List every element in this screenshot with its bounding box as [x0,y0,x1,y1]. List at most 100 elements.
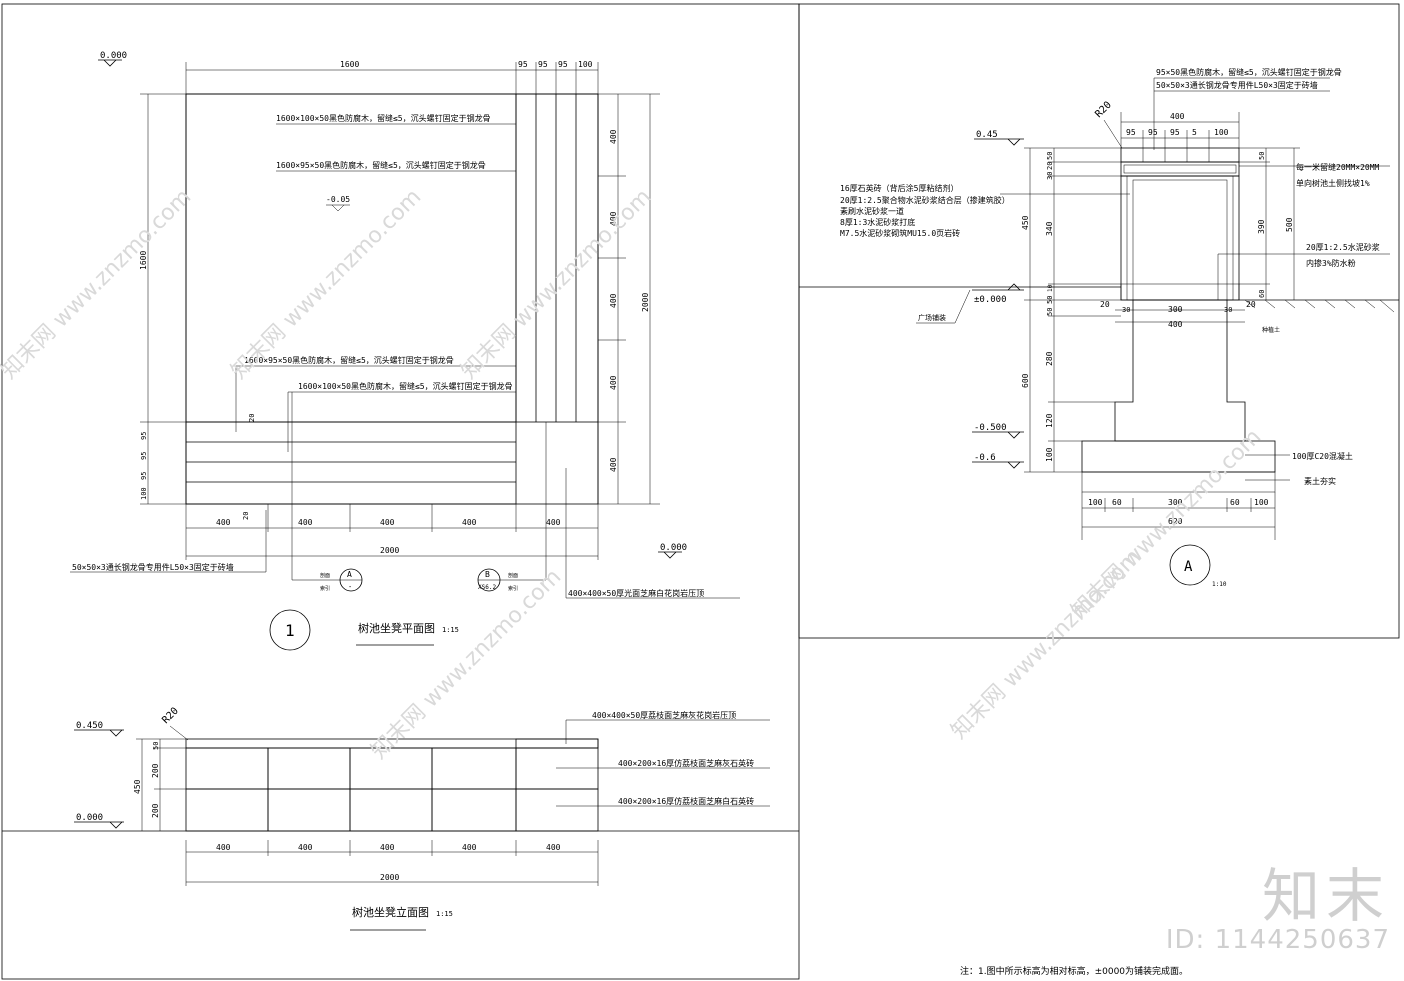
svg-text:400: 400 [1168,320,1183,329]
svg-text:每一米留缝20MM×20MM: 每一米留缝20MM×20MM [1296,162,1380,172]
elev-label-mid: 400×200×16厚仿荔枝面芝麻灰石英砖 [618,758,754,768]
svg-text:B: B [485,570,490,579]
section-top-note-1: 95×50黑色防腐木，留缝≤5，沉头螺钉固定于钢龙骨 [1156,67,1342,77]
plan-callout [269,609,311,651]
svg-text:知末网 www.znzmo.com: 知末网 www.znzmo.com [457,184,657,384]
svg-text:0.000: 0.000 [660,543,687,553]
plan-elev-000: 0.000 [100,51,127,61]
svg-text:500: 500 [1285,217,1294,232]
svg-text:100: 100 [1214,128,1229,137]
svg-text:400: 400 [609,375,618,390]
svg-text:600: 600 [1021,373,1030,388]
svg-text:200: 200 [151,803,160,818]
svg-text:-0.6: -0.6 [974,453,996,463]
section-view: R20 95×50黑色防腐木，留缝≤5，沉头螺钉固定于钢龙骨 50×50×3通长… [799,67,1399,588]
svg-text:100: 100 [1088,498,1103,507]
svg-text:300: 300 [1168,498,1183,507]
svg-text:400: 400 [462,843,477,852]
svg-text:100: 100 [1254,498,1269,507]
svg-text:R20: R20 [1093,100,1114,121]
svg-text:450: 450 [133,779,142,794]
elevation-view: R20 0.450 0.000 50 200 200 450 400 400 4… [74,706,770,931]
svg-text:400: 400 [609,129,618,144]
svg-text:2000: 2000 [380,546,399,555]
footnote: 注：1.图中所示标高为相对标高，±0000为铺装完成面。 [960,967,1189,977]
svg-text:知末网 www.znzmo.com: 知末网 www.znzmo.com [367,564,567,764]
brand-block: 知末 ID: 1144250637 [1166,867,1390,955]
svg-text:20: 20 [1046,162,1054,170]
plan-label-4: 1600×100×50黑色防腐木，留缝≤5，沉头螺钉固定于钢龙骨 [298,381,513,391]
svg-text:1:15: 1:15 [442,626,459,634]
svg-text:400: 400 [298,843,313,852]
svg-text:0.000: 0.000 [76,813,103,823]
svg-text:M7.5水泥砂浆砌筑MU15.0页岩砖: M7.5水泥砂浆砌筑MU15.0页岩砖 [840,228,960,238]
svg-text:知末网 www.znzmo.com: 知末网 www.znzmo.com [227,184,427,384]
svg-text:400: 400 [216,843,231,852]
brand-logo: 知末 [1261,862,1390,930]
svg-text:A: A [1184,559,1193,575]
svg-text:知末网 www.znzmo.com: 知末网 www.znzmo.com [0,184,196,384]
svg-text:340: 340 [1045,221,1054,236]
svg-text:20: 20 [1100,300,1110,309]
svg-text:620: 620 [1168,517,1183,526]
svg-text:R20: R20 [160,706,181,727]
svg-text:XS6.2: XS6.2 [478,584,496,591]
svg-text:5: 5 [1192,128,1197,137]
svg-text:剖面: 剖面 [508,572,518,579]
svg-text:300: 300 [1168,305,1183,314]
plan-label-2: 1600×95×50黑色防腐木，留缝≤5，沉头螺钉固定于钢龙骨 [276,160,486,170]
svg-text:95: 95 [518,60,528,69]
svg-text:30: 30 [1046,172,1054,180]
section-frame [798,3,1400,639]
brand-id: ID: 1144250637 [1165,925,1390,955]
svg-text:400: 400 [609,211,618,226]
svg-text:知末网 www.znzmo.com: 知末网 www.znzmo.com [1067,424,1267,624]
section-a-title-callout [1169,544,1211,586]
svg-text:1: 1 [285,621,295,640]
svg-text:400: 400 [216,518,231,527]
svg-text:95: 95 [140,472,148,480]
svg-text:素刷水泥砂浆一道: 素刷水泥砂浆一道 [840,206,904,216]
svg-text:390: 390 [1257,219,1266,234]
svg-text:95: 95 [140,432,148,440]
svg-text:广场铺装: 广场铺装 [918,313,946,322]
svg-text:100: 100 [140,487,148,500]
svg-text:种植土: 种植土 [1262,326,1280,334]
svg-text:10: 10 [1047,284,1054,292]
elev-label-bot: 400×200×16厚仿荔枝面芝麻白石英砖 [618,796,754,806]
svg-text:400: 400 [462,518,477,527]
svg-text:16厚石英砖（背后涂5厚粘结剂）: 16厚石英砖（背后涂5厚粘结剂） [840,183,958,193]
svg-text:索引: 索引 [320,585,330,592]
svg-text:200: 200 [151,763,160,778]
svg-text:A: A [347,570,352,579]
svg-text:50: 50 [1046,152,1054,160]
svg-text:30: 30 [1224,306,1232,314]
svg-text:1:10: 1:10 [1212,581,1227,588]
svg-text:-0.500: -0.500 [974,423,1007,433]
elev-label-top: 400×400×50厚荔枝面芝麻灰花岗岩压顶 [592,710,736,720]
plan-label-1: 1600×100×50黑色防腐木，留缝≤5，沉头螺钉固定于钢龙骨 [276,113,491,123]
svg-text:60: 60 [1230,498,1240,507]
svg-text:400: 400 [546,843,561,852]
svg-text:400: 400 [1170,112,1185,121]
svg-text:20: 20 [248,414,256,422]
svg-text:50: 50 [152,742,160,750]
svg-text:400: 400 [380,518,395,527]
plan-label-granite: 400×400×50厚光面芝麻白花岗岩压顶 [568,588,704,598]
svg-text:95: 95 [1126,128,1136,137]
svg-text:8厚1:3水泥砂浆打底: 8厚1:3水泥砂浆打底 [840,217,915,227]
plan-title: 树池坐凳平面图 [358,621,435,635]
elevation-title: 树池坐凳立面图 [352,905,429,919]
svg-text:60: 60 [1258,290,1266,298]
left-frame [1,3,800,980]
svg-text:20: 20 [242,512,250,520]
svg-text:95: 95 [558,60,568,69]
plan-view: 0.000 1600 95 95 95 100 1600 100 95 95 9… [70,51,740,651]
plan-label-3: 1600×95×50黑色防腐木，留缝≤5，沉头螺钉固定于钢龙骨 [244,355,454,365]
plan-dim-left-1600: 1600 [139,251,148,270]
svg-text:50: 50 [1046,308,1054,316]
svg-text:50: 50 [1046,296,1054,304]
svg-text:20厚1:2.5聚合物水泥砂浆结合层（掺建筑胶）: 20厚1:2.5聚合物水泥砂浆结合层（掺建筑胶） [840,195,1010,205]
section-top-note-2: 50×50×3通长钢龙骨专用件L50×3固定于砖墙 [1156,80,1318,90]
